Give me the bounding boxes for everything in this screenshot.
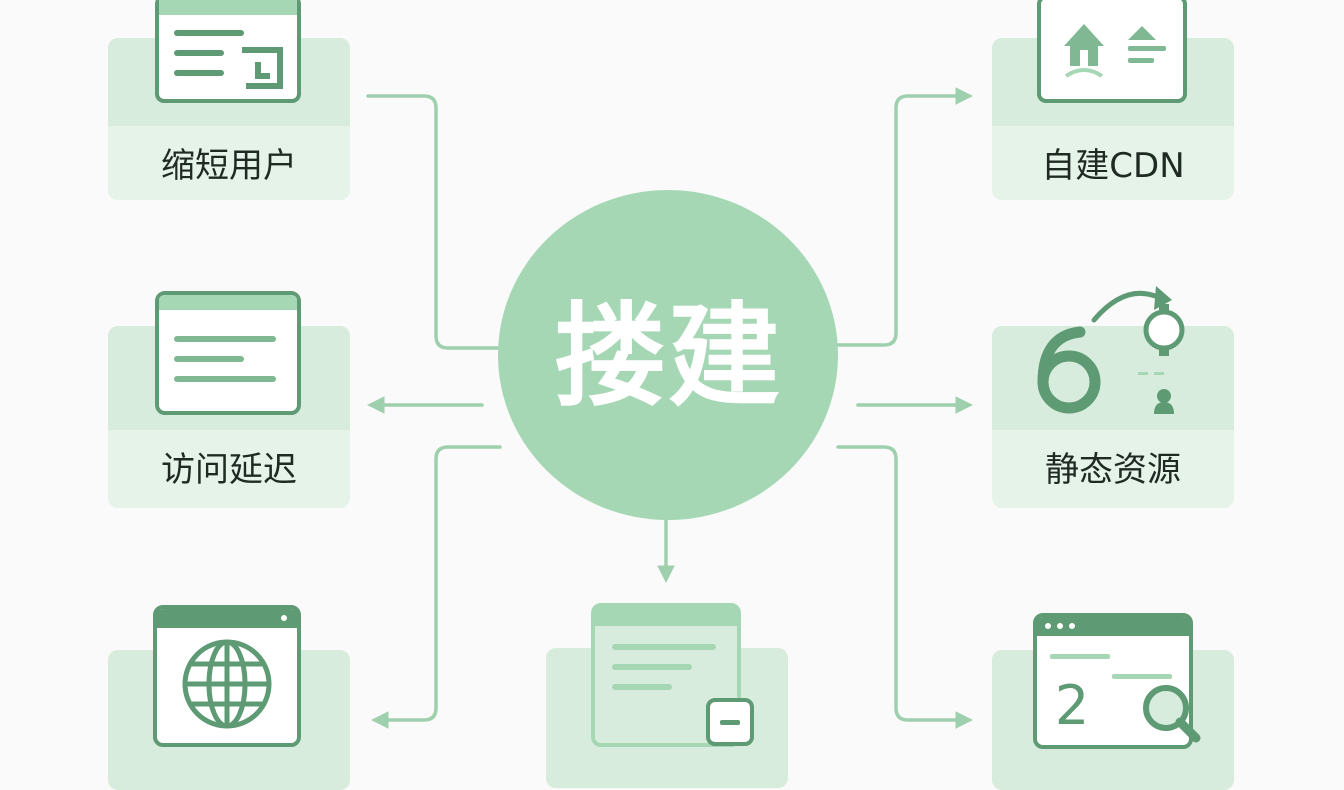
card-foot: [108, 430, 350, 508]
center-label: 搂建: [554, 292, 782, 422]
globe-window-icon: [153, 605, 301, 747]
connector-search-window: [836, 445, 973, 729]
center-hub: 搂建: [498, 190, 838, 520]
connector-global-web: [371, 445, 502, 729]
home-server-icon: [1037, 0, 1187, 103]
connector-self-built-cdn: [836, 87, 973, 347]
card-label-access-latency: 访问延迟: [161, 450, 297, 490]
search-window-number: 2: [1055, 674, 1089, 737]
text-window-icon: [155, 291, 301, 415]
card-label-self-built-cdn: 自建CDN: [1041, 146, 1185, 186]
card-foot: [992, 430, 1234, 508]
card-static-resources: 静态资源: [992, 326, 1234, 508]
minimize-window-icon: [591, 603, 754, 747]
connector-shorten-users: [366, 94, 507, 350]
card-label-static-resources: 静态资源: [1045, 450, 1181, 490]
diagram-canvas: 搂建 缩短用户 访问延迟: [108, 0, 1234, 790]
refresh-lock-icon: [1037, 286, 1185, 414]
document-form-icon: [155, 0, 301, 103]
card-label-shorten-users: 缩短用户: [161, 146, 297, 186]
search-window-icon: 2: [1033, 613, 1201, 749]
connector-layer: [366, 87, 973, 729]
card-band: [992, 326, 1234, 430]
card-foot: [108, 126, 350, 200]
card-foot: [992, 126, 1234, 200]
